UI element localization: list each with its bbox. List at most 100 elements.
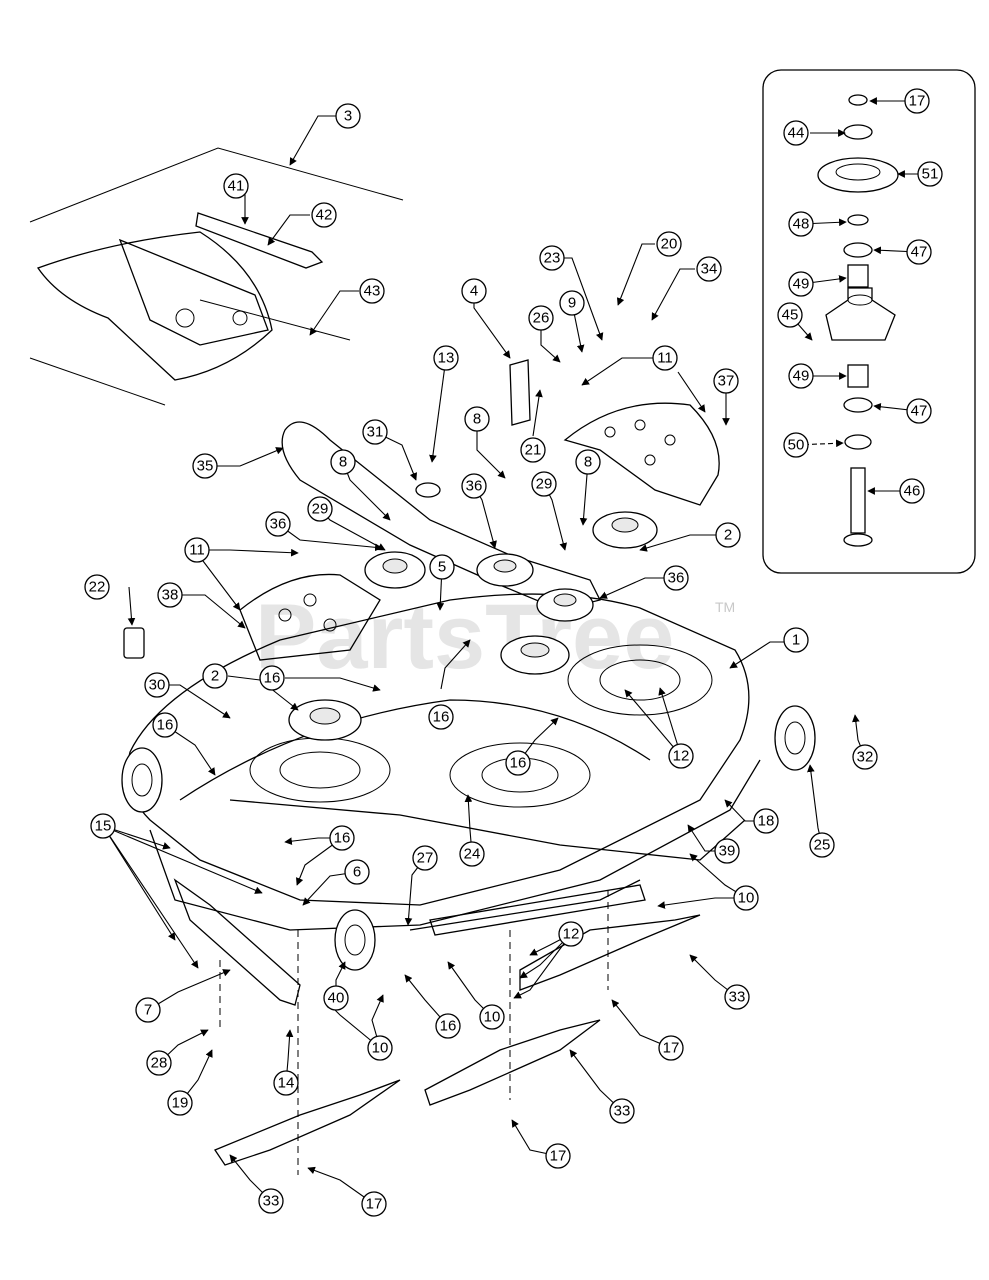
callout-27[interactable]: 27	[412, 845, 438, 871]
partstree-watermark: PartsTree TM	[255, 586, 735, 688]
callout-20[interactable]: 20	[656, 231, 682, 257]
callout-5[interactable]: 5	[429, 554, 455, 580]
callout-17-left[interactable]: 17	[361, 1191, 387, 1217]
callout-49-lower[interactable]: 49	[788, 363, 814, 389]
callout-51[interactable]: 51	[917, 161, 943, 187]
callout-33-right[interactable]: 33	[724, 984, 750, 1010]
callout-29-left[interactable]: 29	[307, 496, 333, 522]
callout-10-left[interactable]: 10	[367, 1035, 393, 1061]
callout-6[interactable]: 6	[344, 859, 370, 885]
callout-17-inset[interactable]: 17	[904, 88, 930, 114]
callout-43[interactable]: 43	[359, 278, 385, 304]
callout-13[interactable]: 13	[433, 345, 459, 371]
callout-33-left[interactable]: 33	[258, 1188, 284, 1214]
callout-11-left[interactable]: 11	[184, 537, 210, 563]
assembly-lines	[219, 890, 609, 1175]
pulleys	[288, 482, 658, 741]
main-callouts: 3 41 42 43 4 23 20 34 26 9 11 37 13 8 21…	[84, 103, 878, 1217]
callout-14[interactable]: 14	[273, 1070, 299, 1096]
callout-36-left[interactable]: 36	[265, 511, 291, 537]
callout-45[interactable]: 45	[777, 302, 803, 328]
callout-46[interactable]: 46	[899, 478, 925, 504]
callout-8-left[interactable]: 8	[330, 449, 356, 475]
callout-30[interactable]: 30	[144, 672, 170, 698]
callout-17-center[interactable]: 17	[545, 1143, 571, 1169]
callout-47-lower[interactable]: 47	[906, 398, 932, 424]
callout-17-right[interactable]: 17	[658, 1035, 684, 1061]
svg-text:15: 15	[95, 818, 112, 835]
callout-22[interactable]: 22	[84, 574, 110, 600]
mower-blades	[214, 914, 701, 1166]
callout-2-right[interactable]: 2	[715, 522, 741, 548]
callout-16-c[interactable]: 16	[152, 712, 178, 738]
callout-48[interactable]: 48	[788, 211, 814, 237]
svg-text:49: 49	[793, 276, 810, 293]
callout-26[interactable]: 26	[528, 305, 554, 331]
callout-36-right[interactable]: 36	[663, 565, 689, 591]
callout-10-right[interactable]: 10	[733, 885, 759, 911]
callout-42[interactable]: 42	[311, 202, 337, 228]
callout-8-center[interactable]: 8	[464, 406, 490, 432]
callout-31[interactable]: 31	[362, 419, 388, 445]
svg-text:23: 23	[544, 250, 561, 267]
callout-49-upper[interactable]: 49	[788, 271, 814, 297]
callout-19[interactable]: 19	[167, 1090, 193, 1116]
callout-10-center[interactable]: 10	[479, 1004, 505, 1030]
callout-8-right[interactable]: 8	[575, 449, 601, 475]
callout-50[interactable]: 50	[783, 432, 809, 458]
callout-7[interactable]: 7	[135, 997, 161, 1023]
callout-16-e[interactable]: 16	[329, 825, 355, 851]
callout-34[interactable]: 34	[696, 256, 722, 282]
callout-47-upper[interactable]: 47	[906, 239, 932, 265]
callout-40[interactable]: 40	[323, 985, 349, 1011]
svg-text:46: 46	[904, 483, 921, 500]
callout-37[interactable]: 37	[713, 368, 739, 394]
svg-text:19: 19	[172, 1095, 189, 1112]
callout-18[interactable]: 18	[753, 808, 779, 834]
callout-41[interactable]: 41	[223, 173, 249, 199]
callout-15[interactable]: 15	[90, 813, 116, 839]
callout-32[interactable]: 32	[852, 744, 878, 770]
svg-text:11: 11	[657, 350, 673, 367]
callout-9[interactable]: 9	[559, 290, 585, 316]
callout-2-left[interactable]: 2	[202, 663, 228, 689]
callout-25[interactable]: 25	[809, 832, 835, 858]
callout-36-center[interactable]: 36	[461, 473, 487, 499]
callout-35[interactable]: 35	[192, 453, 218, 479]
svg-text:10: 10	[484, 1009, 501, 1026]
svg-text:16: 16	[264, 670, 281, 687]
callout-21[interactable]: 21	[520, 437, 546, 463]
belt-covers	[239, 402, 720, 661]
callout-1[interactable]: 1	[783, 627, 809, 653]
callout-12-bottom[interactable]: 12	[558, 921, 584, 947]
svg-text:43: 43	[364, 283, 381, 300]
svg-text:28: 28	[151, 1055, 168, 1072]
svg-text:33: 33	[263, 1193, 280, 1210]
svg-text:17: 17	[663, 1040, 680, 1057]
callout-16-b[interactable]: 16	[428, 704, 454, 730]
callout-16-d[interactable]: 16	[505, 750, 531, 776]
callout-11-top[interactable]: 11	[652, 345, 678, 371]
svg-text:47: 47	[911, 244, 928, 261]
svg-text:2: 2	[724, 527, 732, 544]
watermark-trademark: TM	[715, 599, 735, 615]
svg-text:9: 9	[568, 295, 576, 312]
callout-28[interactable]: 28	[146, 1050, 172, 1076]
callout-16-f[interactable]: 16	[435, 1013, 461, 1039]
callout-33-center[interactable]: 33	[609, 1098, 635, 1124]
svg-text:34: 34	[701, 261, 718, 278]
callout-4[interactable]: 4	[461, 278, 487, 304]
svg-text:12: 12	[673, 748, 690, 765]
svg-text:39: 39	[719, 843, 736, 860]
callout-44[interactable]: 44	[783, 120, 809, 146]
svg-text:29: 29	[312, 501, 329, 518]
callout-23[interactable]: 23	[539, 245, 565, 271]
callout-12-right[interactable]: 12	[668, 743, 694, 769]
callout-38[interactable]: 38	[157, 582, 183, 608]
callout-39[interactable]: 39	[714, 838, 740, 864]
svg-text:38: 38	[162, 587, 179, 604]
callout-24[interactable]: 24	[459, 841, 485, 867]
callout-16-a[interactable]: 16	[259, 665, 285, 691]
callout-3[interactable]: 3	[335, 103, 361, 129]
callout-29-center[interactable]: 29	[531, 471, 557, 497]
